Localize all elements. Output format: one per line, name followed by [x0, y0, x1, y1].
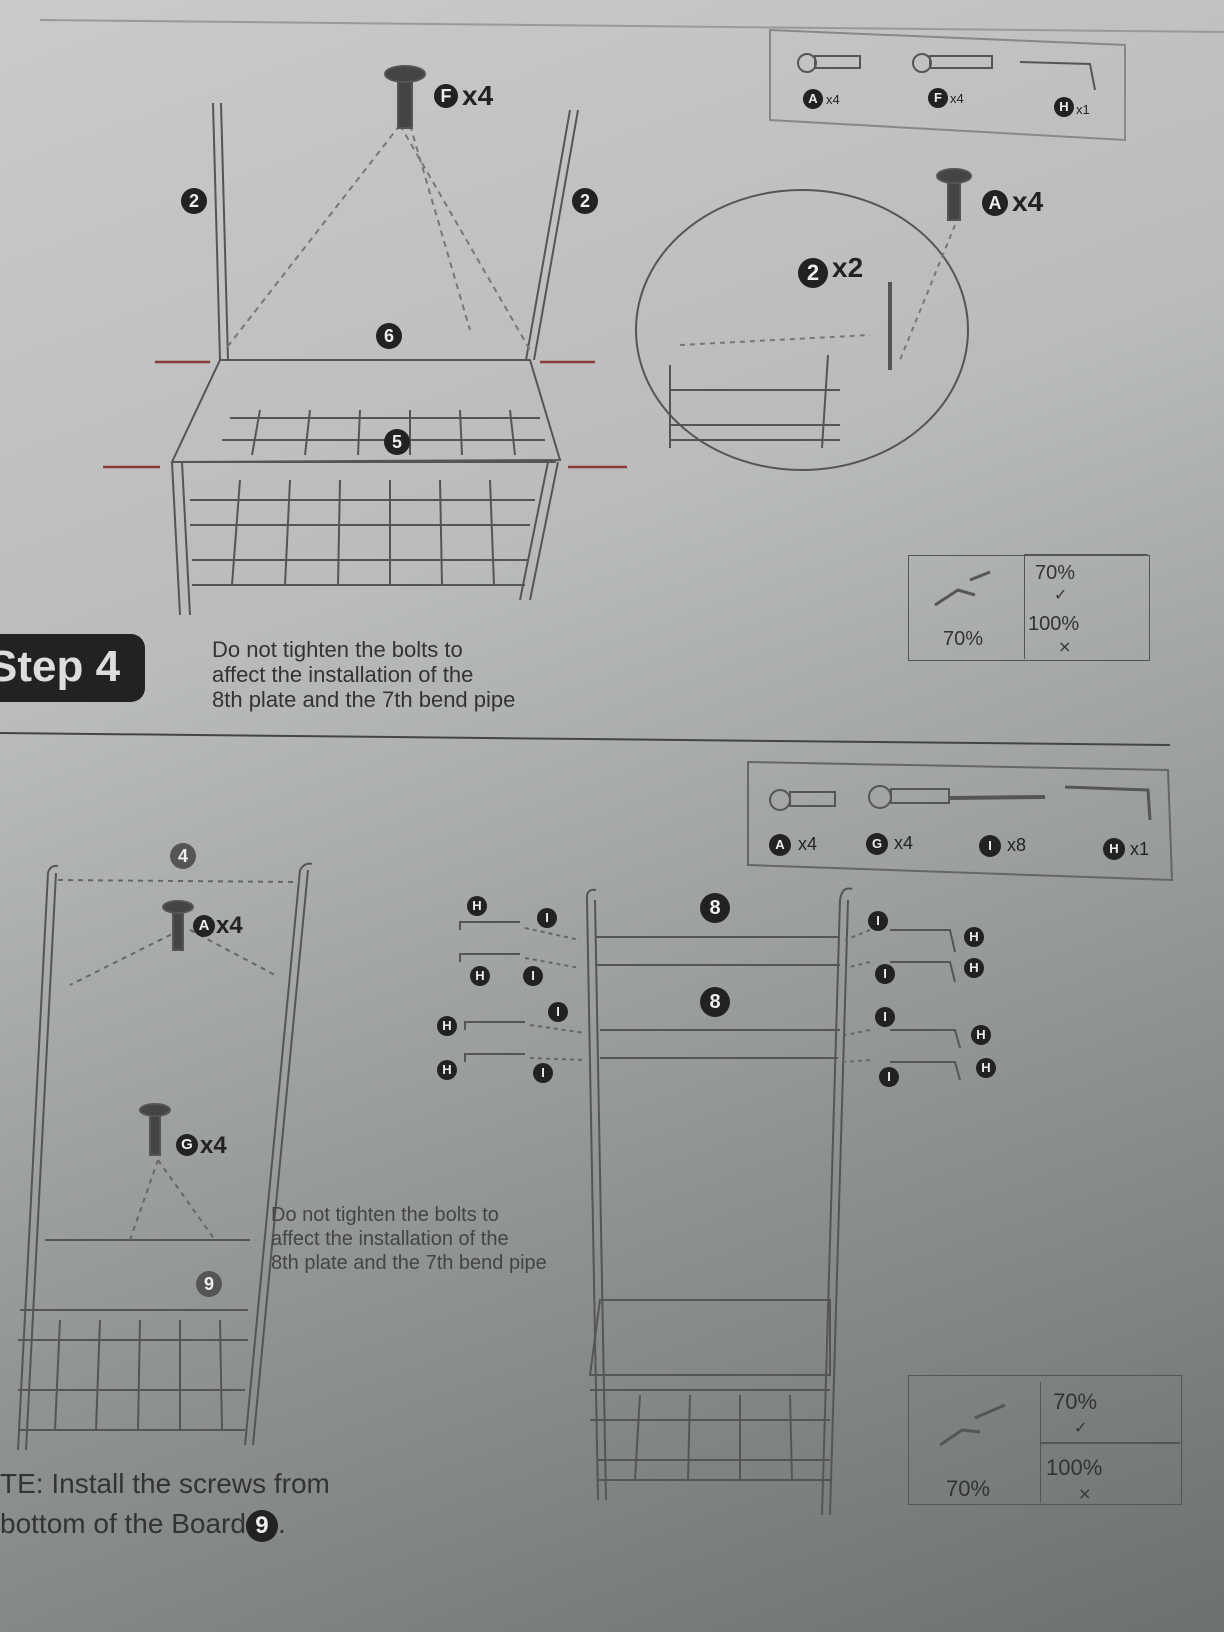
lower-box-part-a-quantity: x4 — [798, 834, 818, 854]
lower-part-g-quantity: x4 — [200, 1132, 227, 1159]
bolt-i-label-6: I — [875, 964, 895, 984]
key-h-label-6: H — [964, 958, 984, 978]
part-4-badge: 4 — [170, 843, 196, 869]
part-2-right-badge: 2 — [572, 188, 598, 214]
box-part-h-quantity: x1 — [1076, 102, 1090, 117]
part-f-badge: F — [434, 84, 458, 108]
footer-note-period: . — [277, 1508, 286, 1539]
part-9-badge: 9 — [196, 1271, 222, 1297]
bolt-i-label-5: I — [868, 911, 888, 931]
lower-torque-cross-icon: × — [1078, 1484, 1092, 1503]
lower-note-line-1: Do not tighten the bolts to — [271, 1204, 499, 1226]
part-5-badge: 5 — [384, 429, 410, 455]
bolt-i-label-4: I — [533, 1063, 553, 1083]
lower-note-line-3: 8th plate and the 7th bend pipe — [271, 1252, 547, 1274]
bolt-i-label-1: I — [537, 908, 557, 928]
lower-torque-box — [908, 1375, 1182, 1505]
box-part-f-quantity: x4 — [950, 91, 964, 106]
key-h-label-4: H — [437, 1060, 457, 1080]
lower-part-g-badge: G — [176, 1134, 198, 1156]
lower-box-part-g-quantity: x4 — [894, 833, 914, 853]
upper-torque-bottom-pct: 100% — [1028, 613, 1080, 635]
part-f-quantity: x4 — [462, 80, 494, 111]
part-6-badge: 6 — [376, 323, 402, 349]
lower-torque-split — [1040, 1382, 1181, 1503]
part-8-top-badge: 8 — [700, 893, 730, 923]
lower-torque-left-pct: 70% — [946, 1476, 991, 1501]
bolt-i-label-2: I — [523, 966, 543, 986]
lower-torque-top-pct: 70% — [1053, 1389, 1098, 1414]
box-part-f-badge: F — [928, 88, 948, 108]
box-part-h-badge: H — [1054, 97, 1074, 117]
key-h-label-2: H — [470, 966, 490, 986]
upper-torque-split — [1024, 555, 1149, 659]
zoom-part-2-badge: 2 — [798, 258, 828, 288]
upper-torque-check-icon: ✓ — [1054, 585, 1068, 604]
upper-note-line-3: 8th plate and the 7th bend pipe — [212, 687, 516, 712]
footer-note: TE: Install the screws from bottom of th… — [0, 1464, 330, 1544]
upper-torque-top-pct: 70% — [1035, 562, 1076, 584]
lower-warning-note: Do not tighten the bolts to affect the i… — [271, 1203, 547, 1275]
bolt-i-label-8: I — [879, 1067, 899, 1087]
lower-box-part-g-badge: G — [866, 833, 888, 855]
step-label: Step 4 — [0, 634, 145, 702]
lower-note-line-2: affect the installation of the — [271, 1228, 509, 1250]
upper-torque-box — [908, 555, 1150, 661]
lower-box-part-h-quantity: x1 — [1130, 839, 1150, 859]
footer-note-line-2-text: bottom of the Board — [0, 1508, 246, 1539]
lower-box-part-i-quantity: x8 — [1007, 835, 1027, 855]
upper-torque-cross-icon: × — [1058, 637, 1072, 656]
lower-torque-bottom-pct: 100% — [1046, 1455, 1103, 1480]
key-h-label-3: H — [437, 1016, 457, 1036]
key-h-label-8: H — [976, 1058, 996, 1078]
lower-part-a-badge: A — [193, 915, 215, 937]
bolt-i-label-7: I — [875, 1007, 895, 1027]
part-a-badge: A — [982, 190, 1008, 216]
box-part-a-quantity: x4 — [826, 92, 840, 107]
key-h-label-1: H — [467, 896, 487, 916]
zoom-part-2-quantity: x2 — [832, 252, 864, 283]
lower-torque-check-icon: ✓ — [1074, 1418, 1088, 1437]
lower-box-part-i-badge: I — [979, 835, 1001, 857]
upper-warning-note: Do not tighten the bolts to affect the i… — [212, 637, 515, 712]
footer-board-9-badge: 9 — [245, 1509, 278, 1542]
part-8-bottom-badge: 8 — [700, 987, 730, 1017]
upper-note-line-1: Do not tighten the bolts to — [212, 637, 463, 662]
part-2-left-badge: 2 — [181, 188, 207, 214]
lower-box-part-h-badge: H — [1103, 838, 1125, 860]
upper-note-line-2: affect the installation of the — [212, 662, 474, 687]
key-h-label-5: H — [964, 927, 984, 947]
lower-part-a-quantity: x4 — [216, 912, 243, 939]
part-a-quantity: x4 — [1012, 186, 1044, 217]
upper-torque-left-pct: 70% — [943, 628, 984, 650]
lower-box-part-a-badge: A — [769, 834, 791, 856]
bolt-i-label-3: I — [548, 1002, 568, 1022]
footer-note-line-1: TE: Install the screws from — [0, 1468, 330, 1499]
box-part-a-badge: A — [803, 89, 823, 109]
key-h-label-7: H — [971, 1025, 991, 1045]
